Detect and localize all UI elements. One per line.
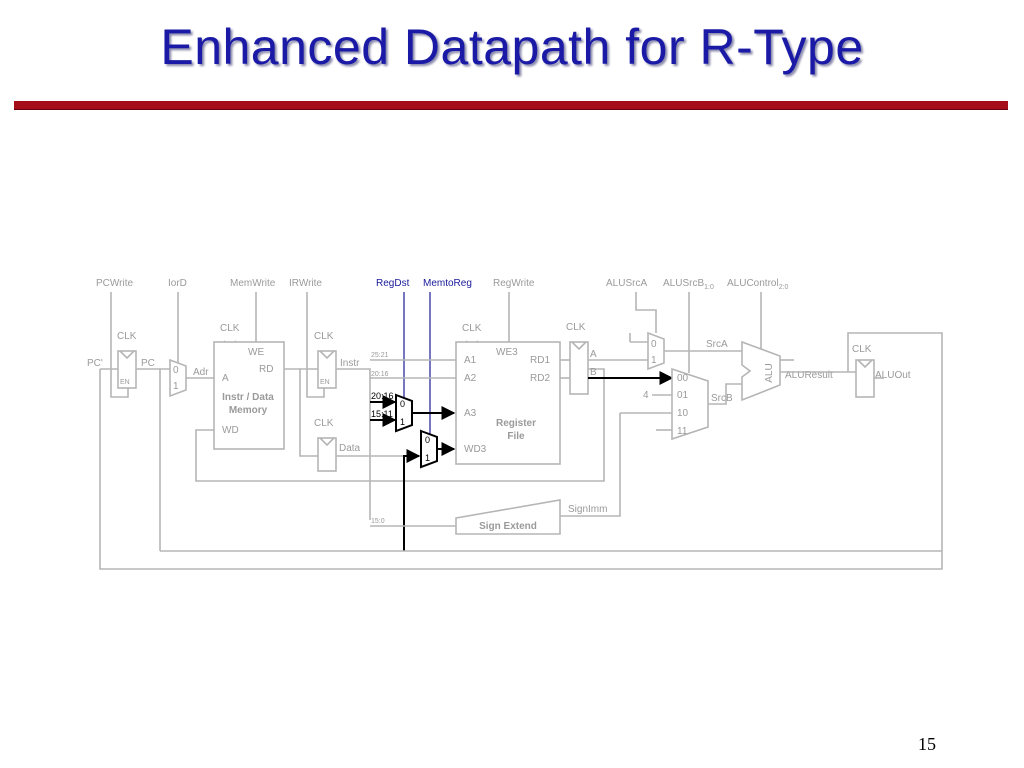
control-alucontrol: ALUControl2:0 <box>727 278 789 291</box>
aluout-label: ALUOut <box>875 370 911 381</box>
pc-clk-label: CLK <box>117 331 137 342</box>
reg-b-label: B <box>590 367 597 378</box>
aluout-register <box>855 359 875 398</box>
memtoreg-mux-1: 1 <box>425 453 430 463</box>
data-clk-label: CLK <box>314 418 334 429</box>
srca-label: SrcA <box>706 339 728 350</box>
control-memwrite: MemWrite <box>230 278 276 289</box>
iord-mux-1: 1 <box>173 381 179 392</box>
control-alusrcb: ALUSrcB1:0 <box>663 278 714 291</box>
constant-four: 4 <box>643 390 649 401</box>
rf-clk-label: CLK <box>462 323 482 334</box>
alusrcb-mux <box>671 367 709 441</box>
ir-en-label: EN <box>320 379 330 386</box>
alusrcb-sel-11: 11 <box>677 426 688 437</box>
data-register <box>317 437 337 472</box>
iord-mux <box>169 358 187 398</box>
alusrca-mux-1: 1 <box>651 355 657 366</box>
memtoreg-mux <box>420 429 438 469</box>
slide-title: Enhanced Datapath for R-Type <box>160 19 864 75</box>
control-alusrca: ALUSrcA <box>606 278 647 289</box>
pc-prime-label: PC' <box>87 358 103 369</box>
instr-label: Instr <box>340 358 360 369</box>
alusrca-mux <box>647 331 665 371</box>
bits-20-16: 20:16 <box>371 371 389 378</box>
bits-20-16-mux: 20:16 <box>371 391 394 401</box>
regdst-mux-0: 0 <box>400 399 405 409</box>
adr-label: Adr <box>193 367 209 378</box>
mem-rd-label: RD <box>259 364 273 375</box>
bits-15-0: 15:0 <box>371 518 385 525</box>
sign-extend <box>455 499 561 535</box>
signimm-label: SignImm <box>568 504 607 515</box>
control-irwrite: IRWrite <box>289 278 322 289</box>
rf-a1-label: A1 <box>464 355 477 366</box>
memtoreg-mux-0: 0 <box>425 435 430 445</box>
aluresult-label: ALUResult <box>785 370 833 381</box>
control-iord: IorD <box>168 278 187 289</box>
rf-name-line1: Register <box>496 418 536 429</box>
rf-rd2-label: RD2 <box>530 373 550 384</box>
alu <box>741 340 781 402</box>
control-regwrite: RegWrite <box>493 278 535 289</box>
data-label: Data <box>339 443 361 454</box>
srcb-label: SrcB <box>711 393 733 404</box>
bits-25-21: 25:21 <box>371 352 389 359</box>
regdst-mux-1: 1 <box>400 417 405 427</box>
register-file <box>455 341 561 465</box>
ab-clk-label: CLK <box>566 322 586 333</box>
slide-number: 15 <box>918 734 936 754</box>
sign-extend-label: Sign Extend <box>479 521 537 532</box>
alusrca-mux-0: 0 <box>651 339 657 350</box>
rf-a3-label: A3 <box>464 408 477 419</box>
instr-data-memory <box>213 341 285 450</box>
mem-a-label: A <box>222 373 229 384</box>
mem-name-line2: Memory <box>229 405 268 416</box>
aluout-clk-label: CLK <box>852 344 872 355</box>
alu-label: ALU <box>764 363 775 382</box>
ab-registers <box>569 341 589 395</box>
alusrcb-sel-10: 10 <box>677 408 689 419</box>
rf-we3-label: WE3 <box>496 347 518 358</box>
mem-name-line1: Instr / Data <box>222 392 274 403</box>
bits-15-11: 15:11 <box>371 409 393 419</box>
title-divider <box>14 101 1008 109</box>
pc-en-label: EN <box>120 379 130 386</box>
control-pcwrite: PCWrite <box>96 278 133 289</box>
control-memtoreg: MemtoReg <box>423 278 472 289</box>
control-regdst: RegDst <box>376 278 410 289</box>
alusrcb-sel-01: 01 <box>677 390 689 401</box>
rf-rd1-label: RD1 <box>530 355 550 366</box>
regdst-mux <box>395 393 413 433</box>
pc-label: PC <box>141 358 155 369</box>
mem-we-label: WE <box>248 347 264 358</box>
rf-a2-label: A2 <box>464 373 477 384</box>
iord-mux-0: 0 <box>173 365 179 376</box>
rf-name-line2: File <box>507 431 525 442</box>
reg-a-label: A <box>590 349 597 360</box>
mem-wd-label: WD <box>222 425 239 436</box>
alusrcb-sel-00: 00 <box>677 373 689 384</box>
ir-clk-label: CLK <box>314 331 334 342</box>
mem-clk-label: CLK <box>220 323 240 334</box>
rf-wd3-label: WD3 <box>464 444 487 455</box>
